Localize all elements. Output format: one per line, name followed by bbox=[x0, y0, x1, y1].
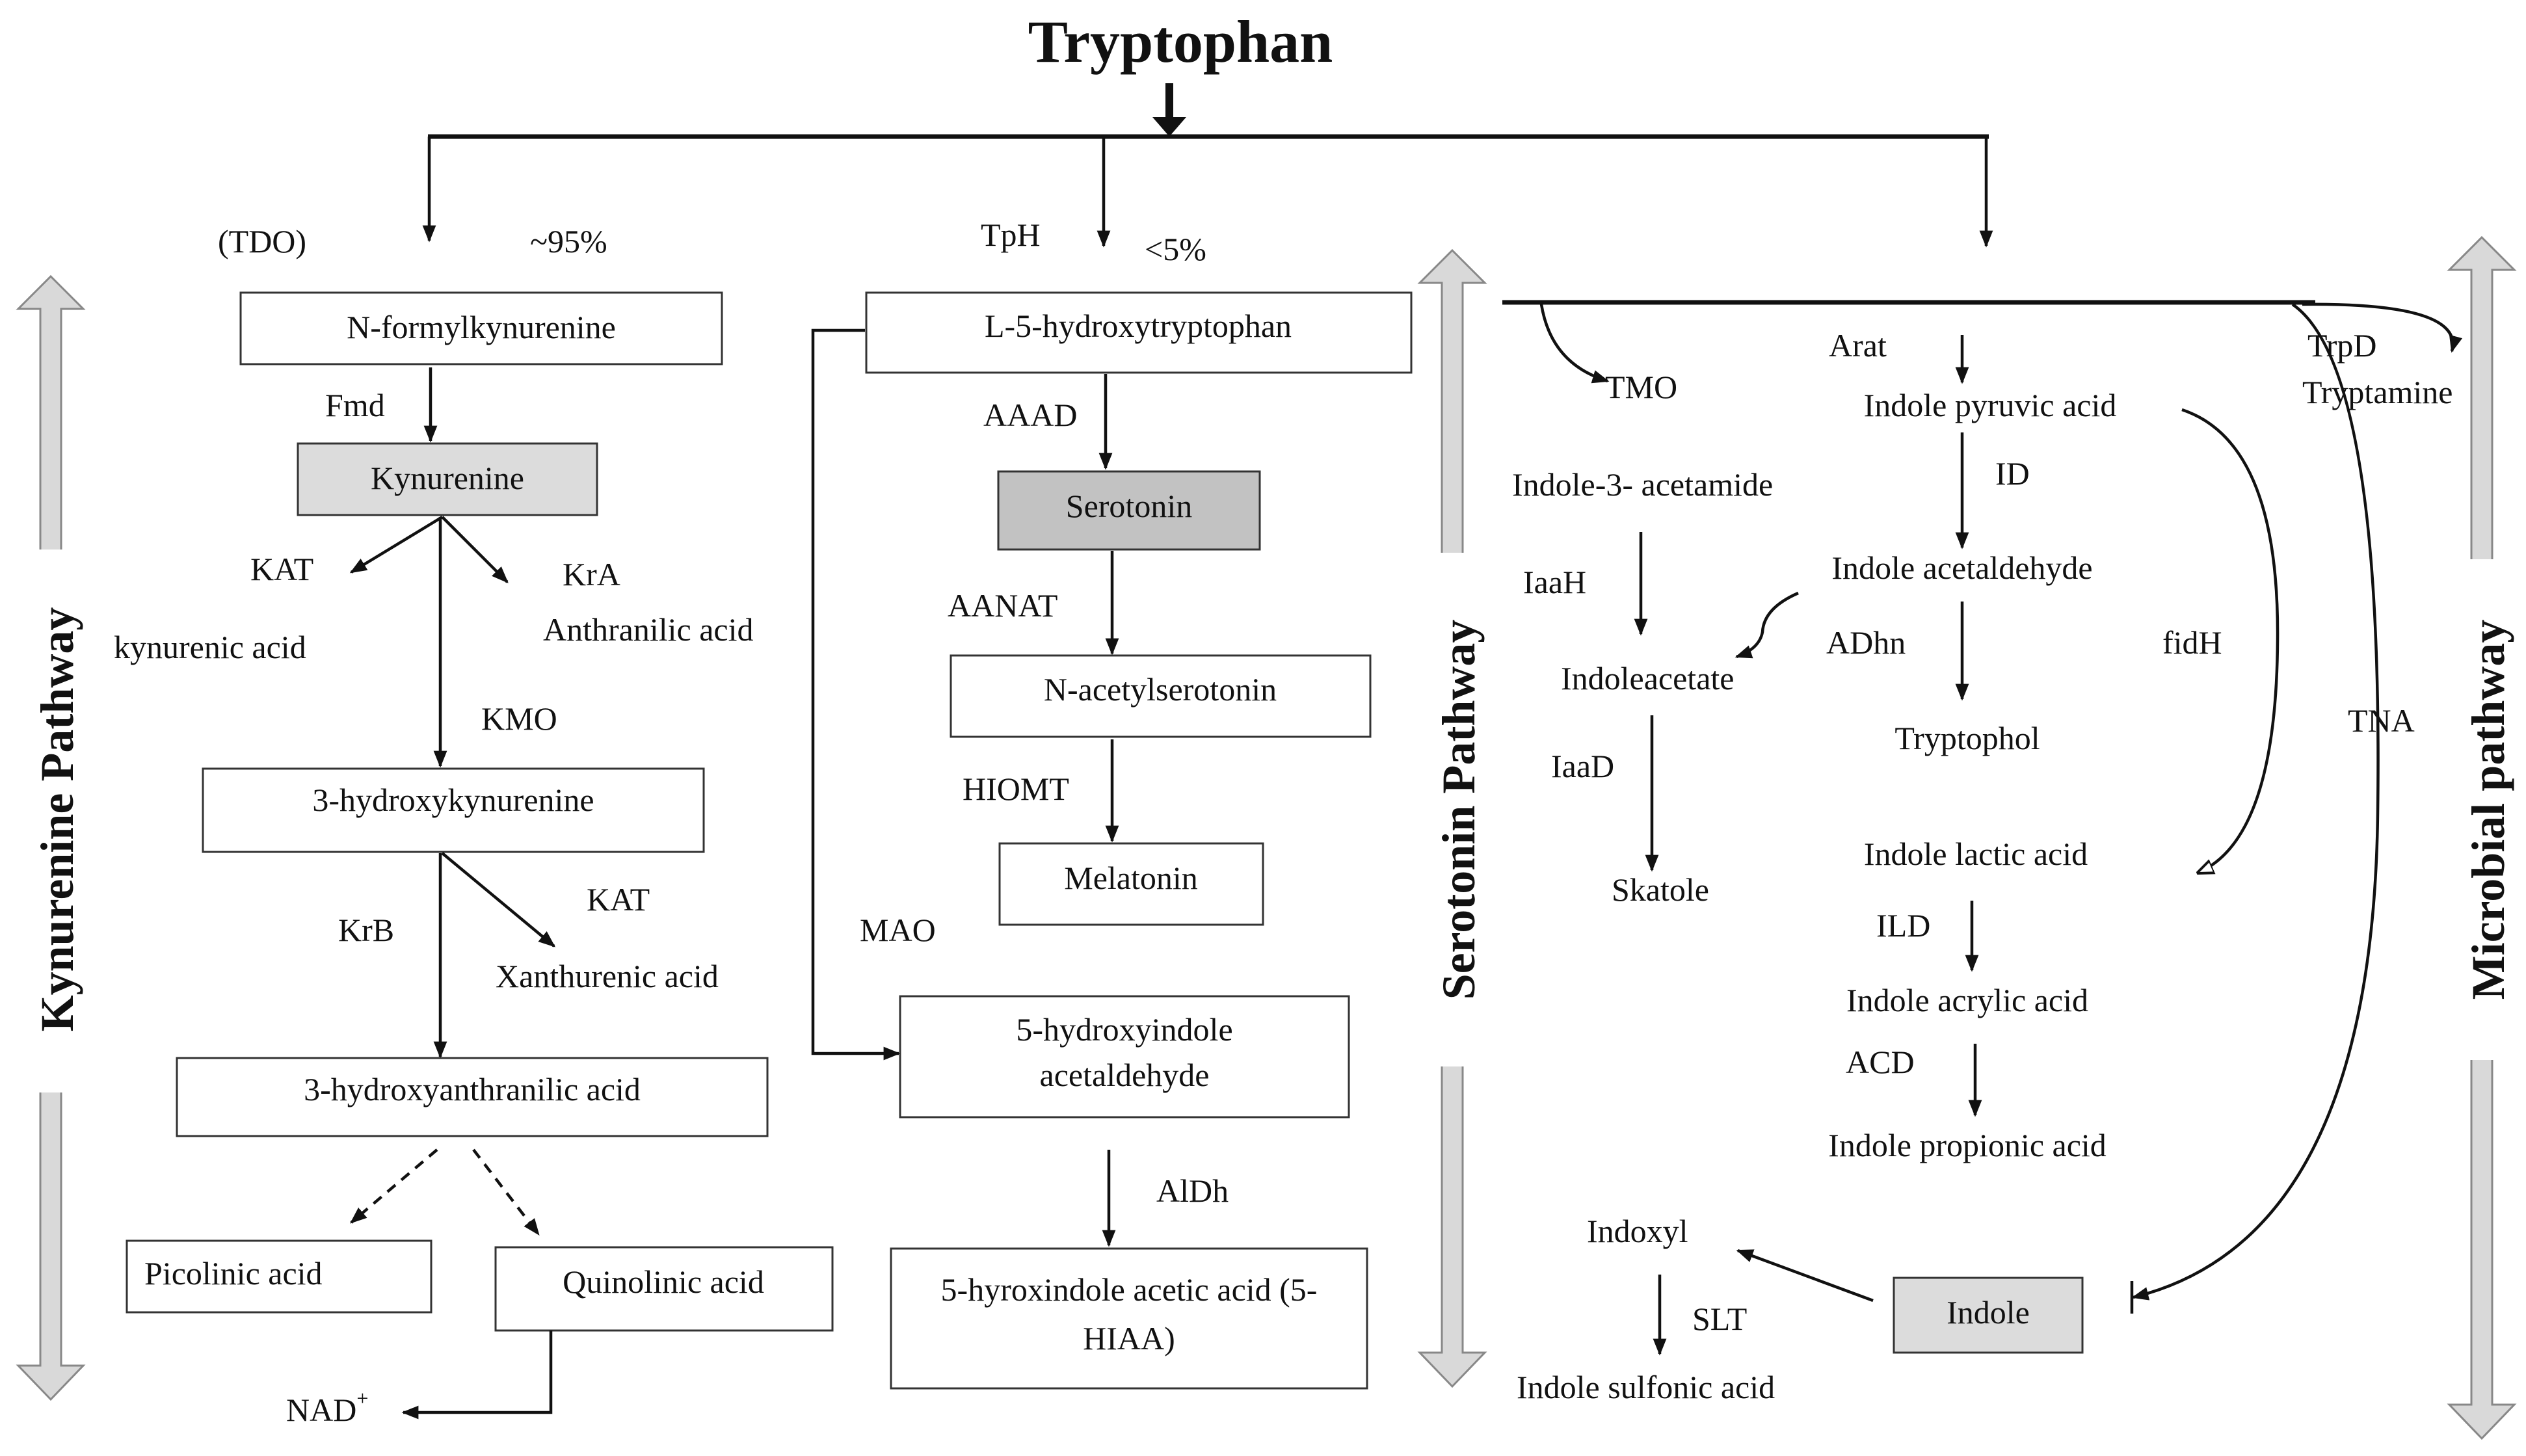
box-n-formylkynurenine bbox=[239, 291, 723, 365]
microbial-label-bg bbox=[2451, 559, 2513, 1060]
node-kynurenic-acid: kynurenic acid bbox=[114, 629, 306, 665]
arrow-3haa-to-picolinic-acid bbox=[350, 1148, 438, 1224]
node-xanthurenic-acid: Xanthurenic acid bbox=[496, 958, 719, 994]
node-l-5-hydroxytryptophan: L-5-hydroxytryptophan bbox=[985, 308, 1292, 344]
arrow-fidh-to-indole-lactic-acid bbox=[2181, 408, 2280, 873]
node-indole-lactic-acid: Indole lactic acid bbox=[1864, 836, 2088, 872]
arrow-kyn-to-kynurenic-acid bbox=[349, 516, 444, 574]
enzyme-tph: TpH bbox=[981, 217, 1041, 253]
enzyme-iaad: IaaD bbox=[1551, 748, 1614, 784]
serotonin-pathway-label: Serotonin Pathway bbox=[1433, 620, 1485, 1000]
enzyme-tna: TNA bbox=[2348, 702, 2415, 739]
title-tryptophan: Tryptophan bbox=[1028, 8, 1333, 75]
tryptophan-down-arrow bbox=[1152, 83, 1186, 137]
box-picolinic-acid bbox=[126, 1239, 432, 1314]
arrow-5htp-to-5-hydroxyindole-acetaldehyde bbox=[811, 328, 901, 1061]
node-tryptophol: Tryptophol bbox=[1895, 720, 2040, 756]
node-skatole: Skatole bbox=[1612, 871, 1709, 908]
node-5-hydroxyindole-acetaldehyde-line2: acetaldehyde bbox=[1040, 1057, 1210, 1093]
enzyme-aanat: AANAT bbox=[948, 587, 1057, 624]
arrow-acetaldehyde-to-indoleacetate bbox=[1735, 591, 1799, 659]
enzyme-acd: ACD bbox=[1846, 1044, 1915, 1080]
node-serotonin: Serotonin bbox=[1066, 488, 1192, 524]
arrow-to-tryptamine bbox=[2302, 302, 2463, 353]
node-indole-3-acetamide: Indole-3- acetamide bbox=[1512, 466, 1773, 503]
node-nad: NAD+ bbox=[286, 1386, 368, 1428]
arrow-quinolinic-to-nad bbox=[401, 1330, 553, 1420]
node-anthranilic-acid: Anthranilic acid bbox=[543, 611, 754, 648]
box-5-hiaa bbox=[890, 1247, 1368, 1390]
arrow-to-tmo bbox=[1539, 304, 1610, 384]
box-5-hydroxyindole-acetaldehyde bbox=[899, 995, 1350, 1118]
enzyme-krb: KrB bbox=[338, 912, 394, 948]
box-indole bbox=[1893, 1277, 2084, 1354]
node-kynurenine: Kynurenine bbox=[371, 460, 524, 496]
node-quinolinic-acid: Quinolinic acid bbox=[563, 1264, 764, 1300]
node-n-formylkynurenine: N-formylkynurenine bbox=[347, 309, 616, 345]
enzyme-tmo: TMO bbox=[1605, 369, 1677, 405]
percent-kynurenine: ~95% bbox=[530, 223, 607, 259]
percent-serotonin: <5% bbox=[1145, 231, 1206, 267]
node-tryptamine: Tryptamine bbox=[2302, 374, 2453, 410]
enzyme-fidh: fidH bbox=[2162, 624, 2222, 661]
box-melatonin bbox=[998, 842, 1264, 926]
arrow-3haa-to-quinolinic-acid bbox=[472, 1148, 540, 1236]
node-indole-propionic-acid: Indole propionic acid bbox=[1828, 1127, 2107, 1163]
enzyme-fmd: Fmd bbox=[325, 387, 385, 423]
box-n-acetylserotonin bbox=[950, 654, 1372, 738]
enzyme-tdo: (TDO) bbox=[218, 223, 306, 259]
box-l-5-hydroxytryptophan bbox=[865, 291, 1413, 374]
node-indole-pyruvic-acid: Indole pyruvic acid bbox=[1864, 387, 2117, 423]
serotonin-label-bg bbox=[1421, 553, 1483, 1066]
box-3-hydroxykynurenine bbox=[202, 767, 705, 853]
node-3-hydroxykynurenine: 3-hydroxykynurenine bbox=[312, 782, 594, 818]
arrow-indole-to-indoxyl bbox=[1736, 1249, 1874, 1303]
enzyme-aaad: AAAD bbox=[983, 397, 1077, 433]
box-serotonin bbox=[997, 470, 1261, 551]
enzyme-kmo: KMO bbox=[481, 700, 557, 737]
kynurenine-label-bg bbox=[20, 549, 82, 1092]
enzyme-kat-2: KAT bbox=[587, 881, 650, 918]
enzyme-mao: MAO bbox=[860, 912, 936, 948]
arrow-3hk-to-xanthurenic-acid bbox=[441, 852, 555, 947]
enzyme-kra: KrA bbox=[563, 556, 620, 592]
enzyme-ild: ILD bbox=[1876, 907, 1930, 944]
kynurenine-pathway-label: Kynurenine Pathway bbox=[31, 607, 83, 1032]
node-indole-acrylic-acid: Indole acrylic acid bbox=[1846, 982, 2088, 1018]
node-indole: Indole bbox=[1947, 1294, 2030, 1330]
node-indole-sulfonic-acid: Indole sulfonic acid bbox=[1517, 1369, 1775, 1405]
microbial-pathway-label: Microbial pathway bbox=[2462, 620, 2514, 1000]
node-indoleacetate: Indoleacetate bbox=[1561, 660, 1734, 696]
enzyme-kat-1: KAT bbox=[250, 551, 313, 587]
enzyme-hiomt: HIOMT bbox=[963, 771, 1069, 807]
enzyme-arat: Arat bbox=[1829, 327, 1887, 364]
box-kynurenine bbox=[297, 442, 598, 516]
enzyme-id: ID bbox=[1995, 455, 2030, 492]
node-indoxyl: Indoxyl bbox=[1587, 1213, 1688, 1249]
enzyme-adhn: ADhn bbox=[1826, 624, 1906, 661]
enzyme-aldh: AlDh bbox=[1156, 1172, 1229, 1209]
arrow-tna-to-indole bbox=[2131, 303, 2380, 1301]
enzyme-slt: SLT bbox=[1692, 1301, 1747, 1337]
node-5-hiaa-line2: HIAA) bbox=[1083, 1320, 1175, 1357]
arrow-kyn-to-anthranilic-acid bbox=[441, 516, 509, 583]
node-5-hiaa-line1: 5-hyroxindole acetic acid (5- bbox=[941, 1271, 1318, 1308]
node-indole-acetaldehyde: Indole acetaldehyde bbox=[1831, 549, 2092, 586]
box-quinolinic-acid bbox=[494, 1246, 834, 1332]
node-n-acetylserotonin: N-acetylserotonin bbox=[1044, 671, 1277, 708]
node-picolinic-acid: Picolinic acid bbox=[144, 1255, 323, 1291]
node-3-hydroxyanthranilic-acid: 3-hydroxyanthranilic acid bbox=[304, 1071, 641, 1107]
node-melatonin: Melatonin bbox=[1064, 860, 1198, 896]
enzyme-iaah: IaaH bbox=[1523, 564, 1586, 600]
node-5-hydroxyindole-acetaldehyde-line1: 5-hydroxyindole bbox=[1016, 1011, 1232, 1048]
box-3-hydroxyanthranilic-acid bbox=[176, 1057, 769, 1137]
